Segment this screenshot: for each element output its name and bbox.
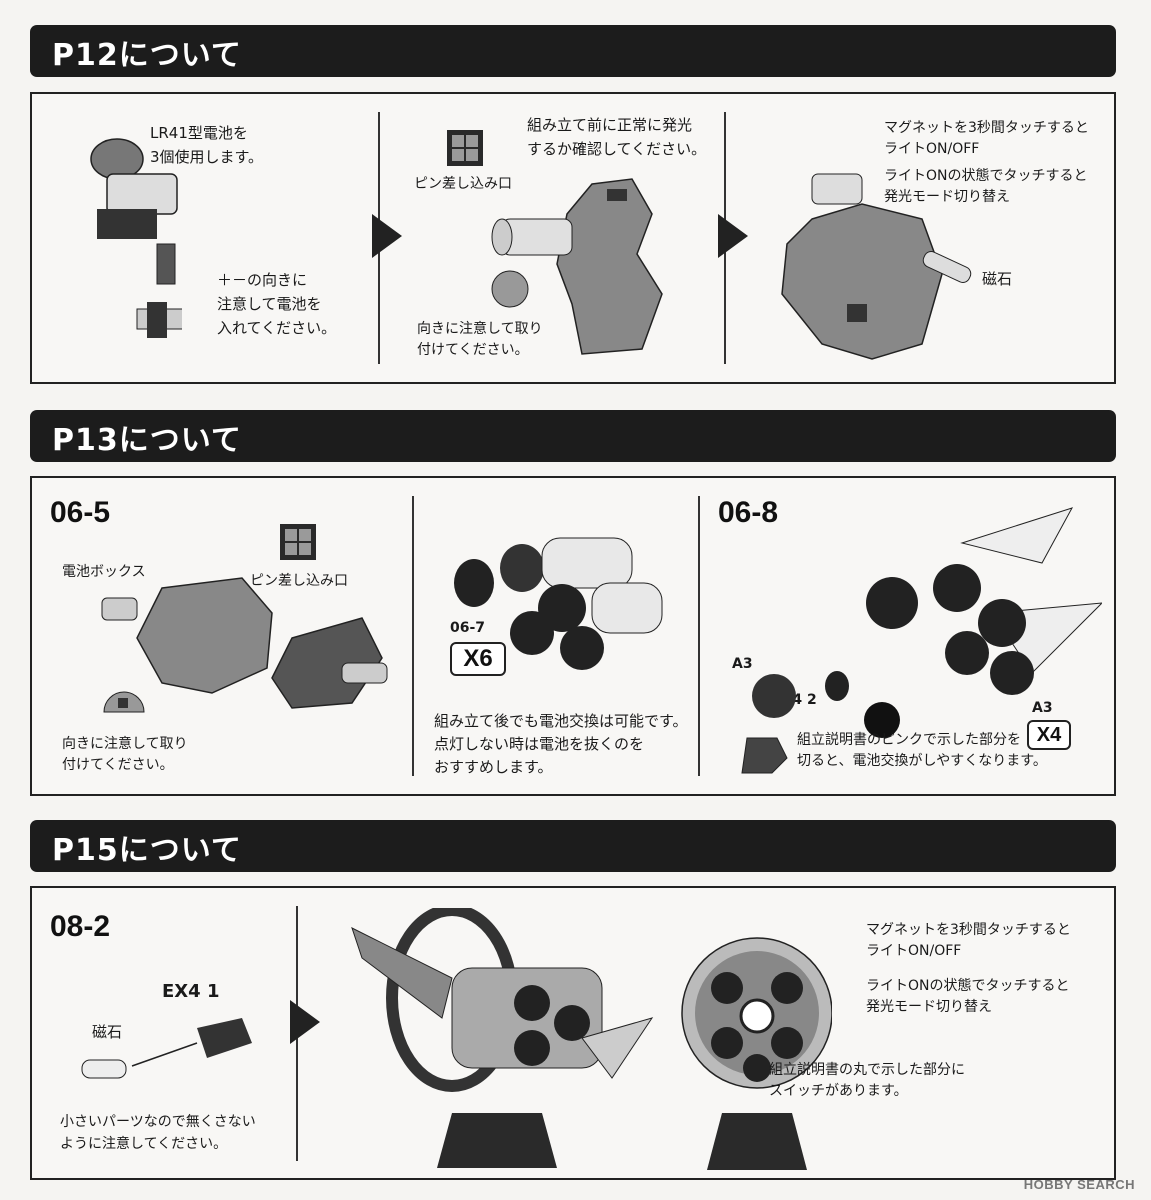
replace-note-line1: 組み立て後でも電池交換は可能です。 xyxy=(434,712,688,730)
mode-note-line2: 発光モード切り替え xyxy=(884,189,1010,205)
column-divider xyxy=(412,496,414,776)
polarity-note-line2: 注意して電池を xyxy=(217,295,322,313)
next-arrow-icon xyxy=(290,1000,320,1044)
step-number-08-2: 08-2 xyxy=(50,910,111,943)
pin-socket-label: ピン差し込み口 xyxy=(414,176,512,192)
completed-model-side-illustration xyxy=(351,908,654,1168)
cut-note-line2: 切ると、電池交換がしやすくなります。 xyxy=(797,753,1047,769)
battery-box-illustration xyxy=(101,577,388,709)
magnet-note-line1: マグネットを3秒間タッチすると xyxy=(866,922,1071,938)
magnet-note-line1: マグネットを3秒間タッチすると xyxy=(884,120,1089,136)
board-with-magnet-illustration xyxy=(781,173,972,360)
magnet-note-line2: ライトON/OFF xyxy=(884,141,980,157)
pin-socket-icon xyxy=(280,524,316,560)
section-panel-p13: 06-5 電池ボックス ピン差し込み口 向きに注意して取り 付けてください。 0… xyxy=(30,476,1116,796)
section-panel-p12: LR41型電池を 3個使用します。 ＋－の向きに 注意して電池を 入れてください… xyxy=(30,92,1116,384)
pin-socket-label: ピン差し込み口 xyxy=(250,573,348,589)
orient-note-line1: 向きに注意して取り xyxy=(417,321,543,337)
next-arrow-icon xyxy=(718,214,748,258)
switch-note-line1: 組立説明書の丸で示した部分に xyxy=(769,1062,965,1078)
part-ex4-1-label: EX4 1 xyxy=(162,981,220,1002)
completed-model-front-illustration xyxy=(681,937,832,1170)
cap-detail-illustration xyxy=(741,671,900,774)
switch-note-line2: スイッチがあります。 xyxy=(769,1083,908,1099)
check-note-line1: 組み立て前に正常に発光 xyxy=(527,116,693,134)
magnet-note-line2: ライトON/OFF xyxy=(866,943,962,959)
orient-note-line2: 付けてください。 xyxy=(62,757,174,773)
section-header-p12: P12について xyxy=(30,25,1116,77)
pin-socket-icon xyxy=(447,130,483,166)
quantity-badge-x4: X4 xyxy=(1027,720,1071,750)
column-divider xyxy=(698,496,700,776)
step-number-06-5: 06-5 xyxy=(50,496,111,529)
small-part-note-line1: 小さいパーツなので無くさない xyxy=(60,1114,256,1130)
magnet-label: 磁石 xyxy=(982,270,1013,288)
mode-note-line1: ライトONの状態でタッチすると xyxy=(866,978,1070,994)
orient-note-line1: 向きに注意して取り xyxy=(62,736,188,752)
section-title-p13: P13について xyxy=(52,423,242,458)
check-note-line2: するか確認してください。 xyxy=(527,140,707,158)
small-part-note-line2: ように注意してください。 xyxy=(60,1136,228,1152)
magnet-insert-illustration xyxy=(81,1018,252,1079)
watermark-logo: HOBBY SEARCH xyxy=(1023,1177,1135,1192)
part-label-06-7: 06-7 xyxy=(450,620,486,636)
magnet-label: 磁石 xyxy=(92,1023,123,1041)
mode-note-line1: ライトONの状態でタッチすると xyxy=(884,168,1088,184)
battery-type-line2: 3個使用します。 xyxy=(150,148,264,166)
battery-type-line1: LR41型電池を xyxy=(150,124,248,142)
section-panel-p15: 08-2 EX4 1 磁石 小さいパーツなので無くさない ように注意してください… xyxy=(30,886,1116,1180)
engine-assembly-illustration xyxy=(866,507,1102,695)
section-header-p15: P15について xyxy=(30,820,1116,872)
battery-box-label: 電池ボックス xyxy=(62,564,146,580)
battery-illustration xyxy=(90,138,182,338)
orient-note-line2: 付けてください。 xyxy=(417,342,529,358)
polarity-note-line3: 入れてください。 xyxy=(217,319,337,337)
section-header-p13: P13について xyxy=(30,410,1116,462)
orientation-part-icon xyxy=(103,691,145,713)
section-title-p12: P12について xyxy=(52,38,242,73)
section-title-p15: P15について xyxy=(52,833,242,868)
part-a3-label: A3 xyxy=(732,656,753,672)
a3-qty-part-label: A3 xyxy=(1032,700,1053,716)
polarity-note-line1: ＋－の向きに xyxy=(217,271,308,289)
cut-note-line1: 組立説明書のピンクで示した部分を xyxy=(797,732,1021,748)
replace-note-line3: おすすめします。 xyxy=(434,758,553,776)
replace-note-line2: 点灯しない時は電池を抜くのを xyxy=(434,735,645,753)
circuit-board-illustration xyxy=(491,178,663,355)
next-arrow-icon xyxy=(372,214,402,258)
step-number-06-8: 06-8 xyxy=(718,496,779,529)
battery-cluster-illustration xyxy=(454,537,663,670)
quantity-badge-x6: X6 xyxy=(450,642,506,676)
mode-note-line2: 発光モード切り替え xyxy=(866,999,992,1015)
